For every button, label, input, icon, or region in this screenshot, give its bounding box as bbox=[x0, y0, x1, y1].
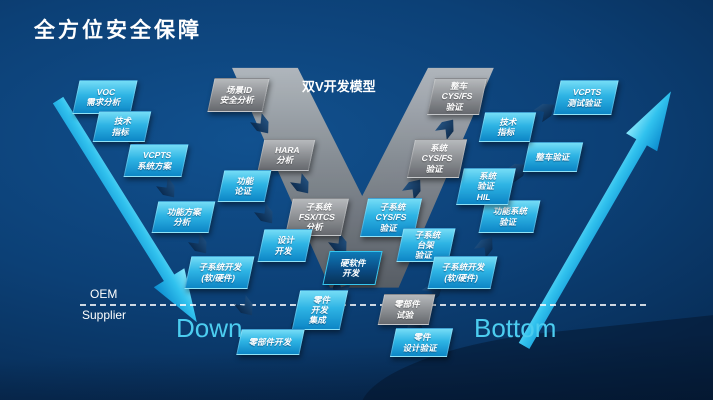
node-scene-id: 场景ID 安全分析 bbox=[207, 78, 270, 112]
node-parts-integration: 零件 开发 集成 bbox=[291, 290, 349, 330]
node-hara: HARA 分析 bbox=[257, 139, 316, 171]
node-hw-sw-dev: 硬软件 开发 bbox=[322, 251, 383, 285]
node-tech-right: 技术 指标 bbox=[478, 112, 537, 142]
node-vehicle-cysfs: 整车 CYS/FS 验证 bbox=[427, 78, 487, 115]
page-title: 全方位安全保障 bbox=[34, 19, 202, 42]
down-label: Down bbox=[176, 313, 243, 343]
node-tech-left: 技术 指标 bbox=[92, 111, 152, 142]
connector-arrow-icon bbox=[474, 233, 498, 258]
node-subsys-dev-left: 子系统开发 (软/硬件) bbox=[184, 256, 255, 289]
node-subsys-dev-right: 子系统开发 (软/硬件) bbox=[427, 256, 498, 289]
node-vcpts-test: VCPTS 测试验证 bbox=[553, 80, 619, 115]
bottom-label: Bottom bbox=[474, 313, 557, 343]
node-sys-cysfs: 系统 CYS/FS 验证 bbox=[406, 139, 468, 178]
node-func-plan: 功能方案 分析 bbox=[151, 201, 216, 233]
oem-label: OEM bbox=[90, 287, 118, 301]
node-vehicle-verify: 整车验证 bbox=[522, 142, 584, 172]
node-parts-design-verify: 零件 设计验证 bbox=[389, 328, 454, 357]
node-design-dev: 设计 开发 bbox=[257, 229, 313, 262]
supplier-label: Supplier bbox=[82, 308, 127, 322]
node-voc: VOC 需求分析 bbox=[72, 80, 138, 114]
node-sys-verify-hil: 系统 验证 HIL bbox=[456, 168, 516, 205]
node-parts-dev: 零部件开发 bbox=[236, 329, 305, 355]
oem-supplier-divider bbox=[80, 304, 646, 306]
node-parts-test: 零部件 试验 bbox=[377, 294, 436, 325]
node-func-demo: 功能 论证 bbox=[217, 170, 272, 202]
node-vcpts-plan: VCPTS 系统方案 bbox=[123, 144, 189, 177]
diagram-heading: 双V开发模型 bbox=[302, 79, 376, 94]
